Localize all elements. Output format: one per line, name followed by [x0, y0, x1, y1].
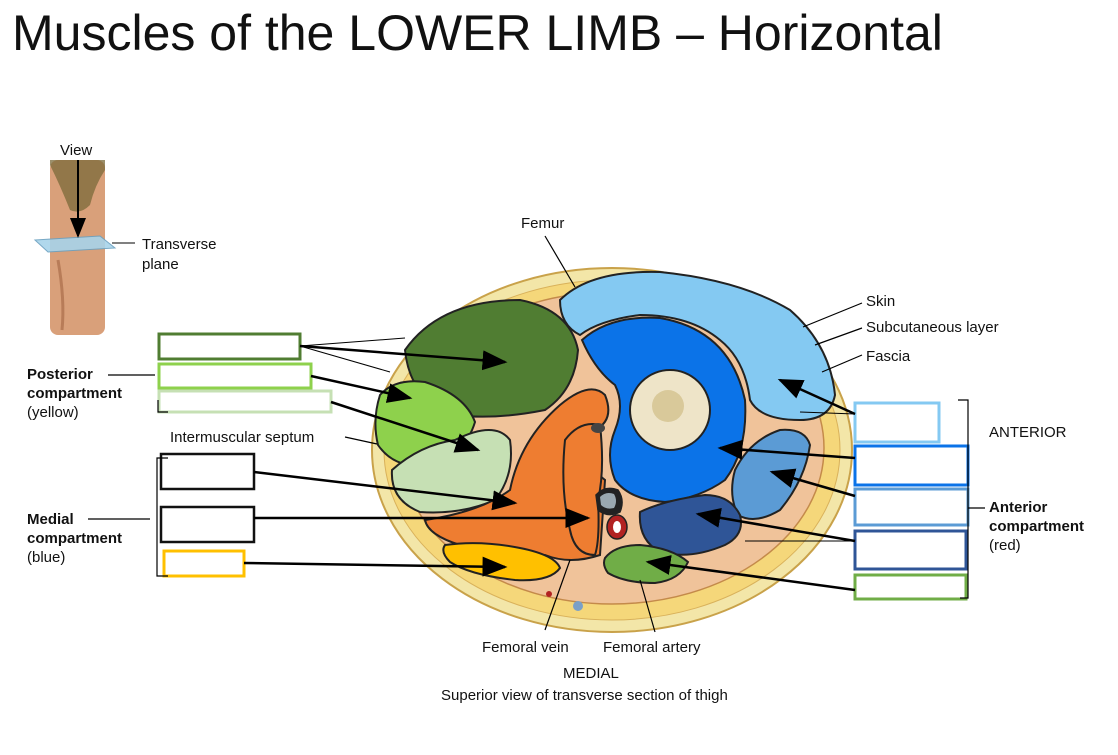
- page-title: Muscles of the LOWER LIMB – Horizontal: [12, 5, 943, 61]
- anterior-compartment-color: (red): [989, 537, 1021, 554]
- posterior-compartment-label: Posterior: [27, 366, 93, 383]
- figure-caption: Superior view of transverse section of t…: [441, 687, 728, 704]
- femoral-artery-label: Femoral artery: [603, 639, 701, 656]
- anterior-muscle-light-blue: [558, 270, 837, 422]
- anterior-answer-box-3[interactable]: [853, 487, 970, 527]
- medial-compartment-label: Medial: [27, 511, 74, 528]
- medial-answer-box-1[interactable]: [159, 452, 256, 491]
- anterior-label: ANTERIOR: [989, 424, 1067, 441]
- intermuscular-septum-label: Intermuscular septum: [170, 429, 314, 446]
- anterior-compartment-label: Anterior: [989, 499, 1048, 516]
- medial-compartment-color: (blue): [27, 549, 65, 566]
- view-label: View: [60, 142, 92, 159]
- posterior-compartment-color: (yellow): [27, 404, 79, 421]
- small-vessel: [591, 423, 605, 433]
- anterior-answer-box-4[interactable]: [853, 529, 968, 571]
- inset-leg-illustration: [33, 160, 135, 335]
- subcutaneous-layer-label: Subcutaneous layer: [866, 319, 999, 336]
- medial-compartment-label-2: compartment: [27, 530, 122, 547]
- posterior-answer-box-1[interactable]: [157, 332, 302, 361]
- posterior-compartment-label-2: compartment: [27, 385, 122, 402]
- posterior-answer-box-3[interactable]: [157, 389, 333, 414]
- right-answer-boxes: [853, 401, 970, 601]
- medial-label: MEDIAL: [563, 665, 619, 682]
- leader-lines: [88, 235, 985, 633]
- anterior-compartment-label-2: compartment: [989, 518, 1084, 535]
- anterior-answer-box-1[interactable]: [853, 401, 941, 444]
- small-vessel-3: [546, 591, 552, 597]
- anterior-answer-box-2[interactable]: [853, 444, 970, 487]
- femur-label: Femur: [521, 215, 564, 232]
- skin-label: Skin: [866, 293, 895, 310]
- femur-marrow: [652, 390, 684, 422]
- cross-section: [371, 267, 853, 633]
- small-vessel-2: [573, 601, 583, 611]
- medial-answer-box-3[interactable]: [162, 549, 246, 578]
- femoral-vein-lumen: [600, 493, 616, 509]
- transverse-plane-label: Transverse: [142, 236, 216, 253]
- anterior-answer-box-5[interactable]: [853, 573, 968, 601]
- femoral-vein-label: Femoral vein: [482, 639, 569, 656]
- left-answer-boxes: [157, 332, 333, 578]
- transverse-plane-label-2: plane: [142, 256, 179, 273]
- brackets: [156, 399, 969, 599]
- medial-answer-box-2[interactable]: [159, 505, 256, 544]
- posterior-answer-box-2[interactable]: [157, 362, 313, 390]
- femoral-artery-lumen: [613, 521, 621, 533]
- fascia-label: Fascia: [866, 348, 911, 365]
